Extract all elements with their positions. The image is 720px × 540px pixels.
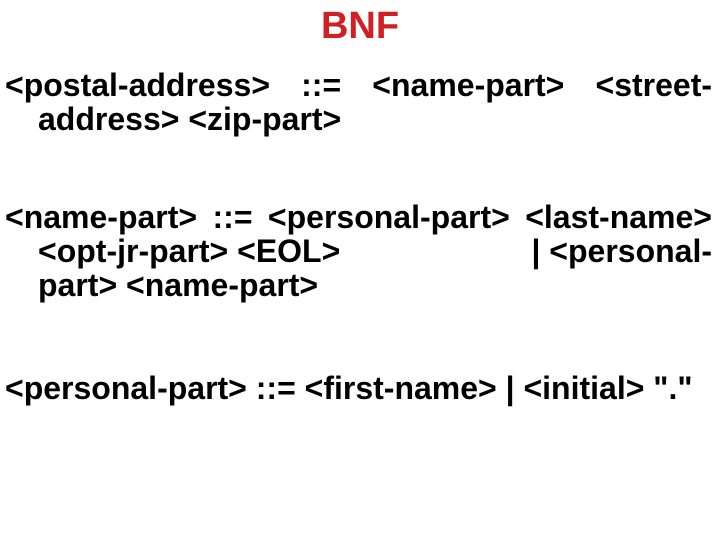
bnf-rule-line: <personal-part> ::= <first-name> | <init… bbox=[5, 371, 712, 405]
bnf-rule: <postal-address>::= <name-part> <street-ad… bbox=[5, 68, 712, 136]
bnf-rule-line: part> <name-part> bbox=[5, 268, 712, 302]
bnf-token-group: <personal-part> bbox=[267, 199, 510, 235]
bnf-rule-line: <name-part>::= <personal-part> <last-name> bbox=[5, 200, 712, 234]
bnf-token-group: <personal-part> ::= <first-name> | <init… bbox=[5, 370, 693, 406]
bnf-rule-line: <opt-jr-part> <EOL> | <personal- bbox=[5, 234, 712, 268]
bnf-rule-line: address> <zip-part> bbox=[5, 102, 712, 136]
bnf-rule: <personal-part> ::= <first-name> | <init… bbox=[5, 371, 712, 405]
bnf-token-group: <name-part> bbox=[5, 199, 198, 235]
bnf-token-group: <street- bbox=[595, 67, 713, 103]
bnf-rule-line: <postal-address>::= <name-part> <street- bbox=[5, 68, 712, 102]
bnf-token-group: ::= bbox=[301, 67, 342, 103]
bnf-token-group: <postal-address> bbox=[5, 67, 270, 103]
slide-title: BNF bbox=[320, 5, 400, 47]
bnf-token-group: ::= bbox=[212, 199, 253, 235]
bnf-token-group: | <personal- bbox=[531, 233, 712, 269]
bnf-token-group: part> <name-part> bbox=[38, 267, 319, 303]
bnf-token-group: <opt-jr-part> <EOL> bbox=[38, 233, 341, 269]
bnf-rule: <name-part>::= <personal-part> <last-name>… bbox=[5, 200, 712, 302]
bnf-token-group: <name-part> bbox=[372, 67, 565, 103]
bnf-token-group: address> <zip-part> bbox=[38, 101, 342, 137]
bnf-token-group: <last-name> bbox=[525, 199, 712, 235]
